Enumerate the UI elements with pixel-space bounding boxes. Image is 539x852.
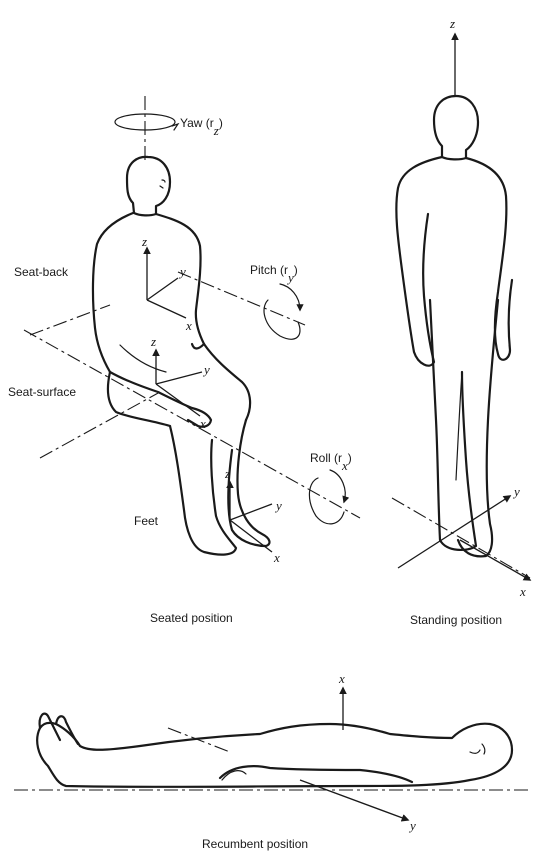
roll-label: Roll (rx) [310,451,352,473]
standing-caption: Standing position [410,613,502,627]
feet-x-label: x [273,550,280,565]
seated-figure: Yaw (rz) Pitch (ry) Roll (rx) Seat-back … [8,96,360,625]
standing-leg-1 [430,300,476,550]
feet-label: Feet [134,514,159,528]
seated-back [93,213,133,372]
standing-right-arm [466,158,512,360]
feet-z-label: z [224,466,230,481]
standing-x-label: x [519,584,526,599]
seat-back-label: Seat-back [14,265,69,279]
standing-left-arm [396,157,442,366]
seatback-z-label: z [141,234,147,249]
standing-z-label: z [449,16,455,31]
seated-arm [110,372,211,427]
standing-figure: z y x Standing position [392,16,530,627]
standing-y-axis [398,496,510,568]
yaw-label: Yaw (rz) [180,116,223,138]
standing-y-label: y [512,484,520,499]
roll-rotation-arrow [309,478,344,524]
recumbent-arm [220,766,412,782]
recumbent-face [470,744,485,754]
recumbent-figure: x y Recumbent position [14,671,530,851]
pitch-label: Pitch (ry) [250,263,298,285]
seated-leg-2 [228,420,269,546]
seatsurface-z-label: z [150,334,156,349]
pitch-rotation-arrow [264,300,300,339]
seatsurface-x-label: x [199,416,206,431]
seated-caption: Seated position [150,611,233,625]
seated-leg-1 [170,426,236,555]
recumbent-caption: Recumbent position [202,837,308,851]
seatback-x-label: x [185,318,192,333]
seated-thigh [108,372,170,426]
seated-front [156,214,204,344]
seatback-y-label: y [178,264,186,279]
standing-head [434,96,478,159]
standing-x-axis [460,540,530,580]
seatsurface-y-label: y [202,362,210,377]
seat-surface-label: Seat-surface [8,385,76,399]
recumbent-body [37,723,512,787]
recumbent-x-label: x [338,671,345,686]
feet-y-label: y [274,498,282,513]
recumbent-y-label: y [408,818,416,833]
seated-head [127,157,170,215]
